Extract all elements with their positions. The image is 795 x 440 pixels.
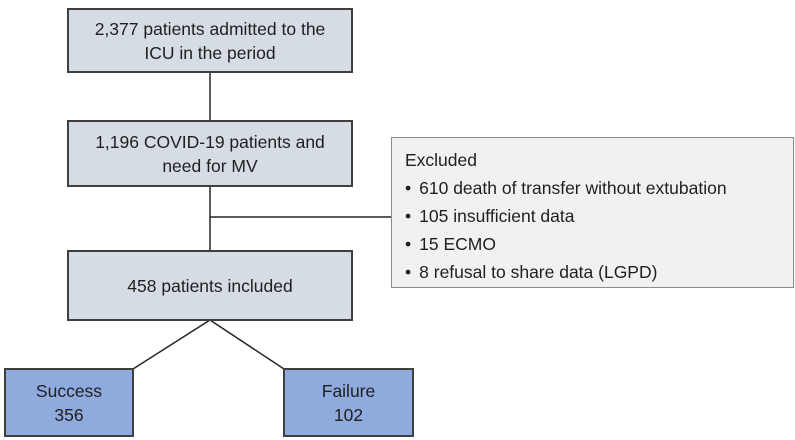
node-success-count: 356 [54, 404, 84, 425]
node-failure-label: Failure [321, 380, 376, 401]
excluded-list: 610 death of transfer without extubation… [405, 174, 783, 286]
node-included: 458 patients included [67, 250, 353, 321]
excluded-title: Excluded [405, 150, 477, 170]
excluded-item-refusal-lgpd: 8 refusal to share data (LGPD) [405, 258, 783, 286]
node-success: Success 356 [4, 368, 134, 437]
node-icu-admitted-text: 2,377 patients admitted to the ICU in th… [94, 18, 326, 63]
node-excluded: Excluded 610 death of transfer without e… [391, 137, 794, 288]
connector-included-to-success [132, 319, 211, 370]
excluded-item-ecmo: 15 ECMO [405, 230, 783, 258]
excluded-item-insufficient-data: 105 insufficient data [405, 202, 783, 230]
node-included-text: 458 patients included [127, 275, 293, 296]
node-success-label: Success [35, 380, 103, 401]
excluded-item-death-transfer: 610 death of transfer without extubation [405, 174, 783, 202]
node-covid-mv: 1,196 COVID-19 patients and need for MV [67, 120, 353, 187]
node-failure: Failure 102 [283, 368, 414, 437]
node-icu-admitted: 2,377 patients admitted to the ICU in th… [67, 8, 353, 73]
node-covid-mv-text: 1,196 COVID-19 patients and need for MV [95, 131, 325, 176]
connector-included-to-failure [209, 319, 285, 370]
node-failure-count: 102 [333, 404, 364, 425]
